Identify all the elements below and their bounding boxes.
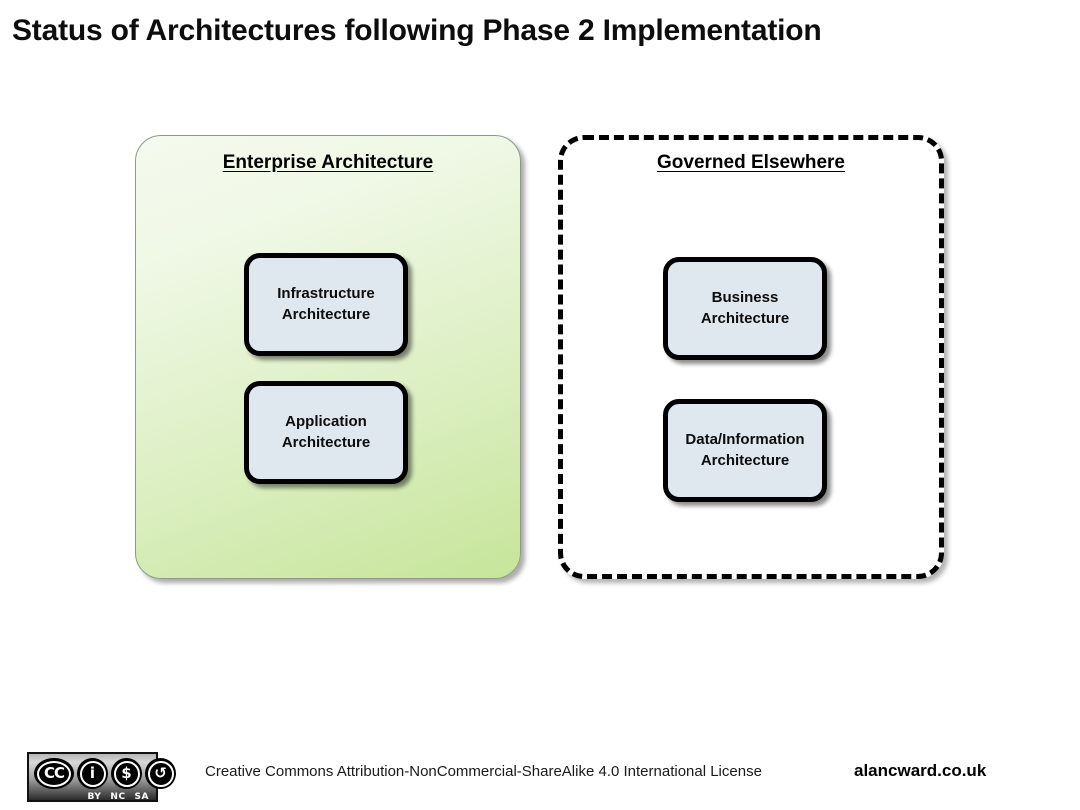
site-link[interactable]: alancward.co.uk [854,761,987,780]
footer: CC i $ ↺ BY NC SA Creative Commons Attri… [0,748,1080,810]
creative-commons-badge[interactable]: CC i $ ↺ BY NC SA [27,752,176,804]
cc-icon: CC [34,758,74,789]
box-label-line1: Data/Information [685,431,805,449]
box-label-line2: Architecture [700,451,790,469]
cc-label-nc: NC [110,792,126,802]
group-enterprise-architecture: Enterprise Architecture Infrastructure A… [135,135,521,579]
box-label-line2: Architecture [700,309,790,327]
box-label-line2: Architecture [281,305,371,323]
group-title-enterprise: Enterprise Architecture [222,152,434,173]
by-person-icon: i [77,758,108,789]
box-infrastructure-architecture[interactable]: Infrastructure Architecture [244,253,408,356]
box-label-line1: Business [711,289,779,307]
cc-label-sa: SA [134,792,149,802]
box-data-information-architecture[interactable]: Data/Information Architecture [663,399,827,502]
box-label-line1: Infrastructure [277,285,375,303]
box-business-architecture[interactable]: Business Architecture [663,257,827,360]
group-governed-elsewhere: Governed Elsewhere Business Architecture… [558,135,944,579]
box-label-line2: Architecture [281,433,371,451]
cc-badge-label-row: BY NC SA [34,791,151,804]
cc-badge-icon-row: CC i $ ↺ [34,757,176,790]
box-label-line1: Application [285,413,367,431]
cc-label-by: BY [87,792,102,802]
sa-sharealike-icon: ↺ [145,758,176,789]
nc-crossed-dollar-icon: $ [111,758,142,789]
group-title-governed: Governed Elsewhere [657,152,845,173]
license-text: Creative Commons Attribution-NonCommerci… [205,763,762,780]
box-application-architecture[interactable]: Application Architecture [244,381,408,484]
page-title: Status of Architectures following Phase … [12,14,822,47]
